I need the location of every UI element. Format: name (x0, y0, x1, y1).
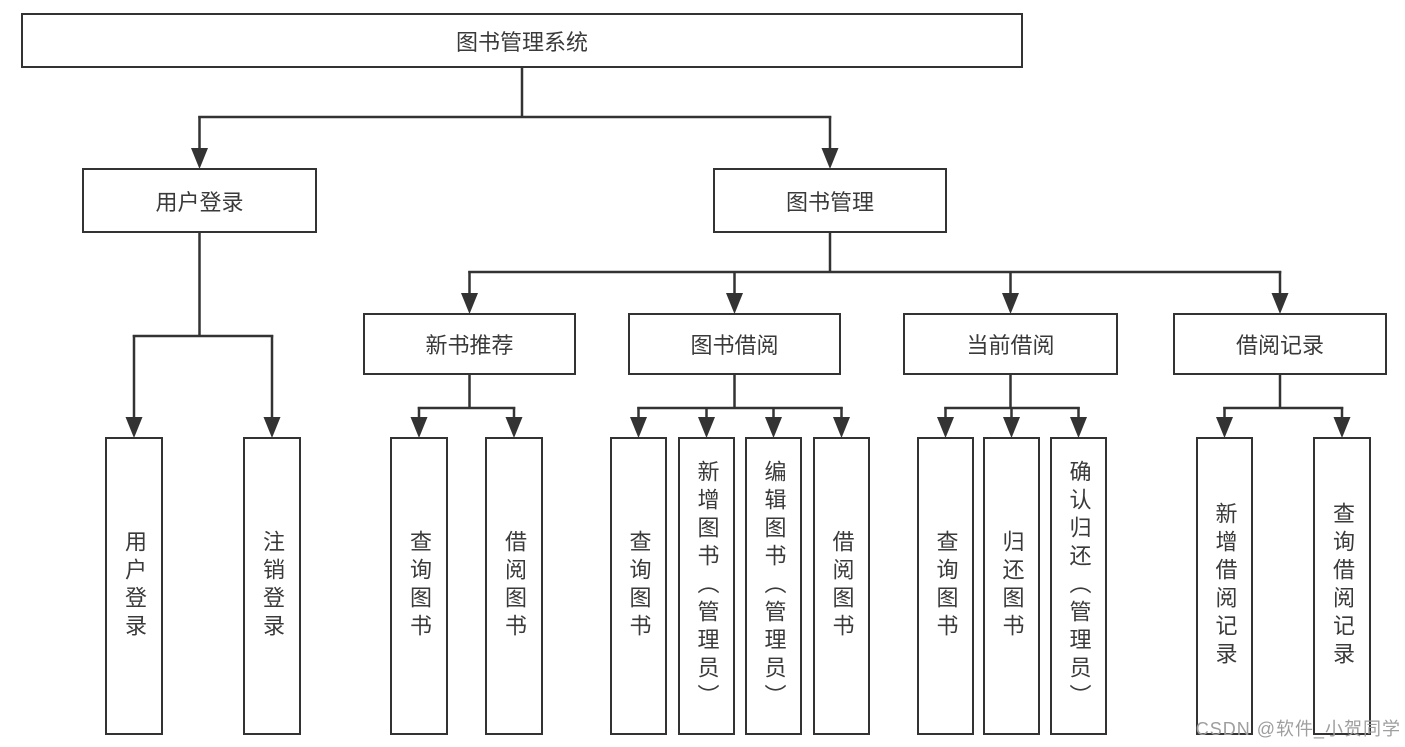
node-label-leaf-add-book: 新增图书（管理员） (694, 460, 720, 712)
node-leaf-logout: 注销登录 (243, 437, 301, 735)
node-label-leaf-query-book-2: 查询图书 (626, 530, 652, 642)
node-label-book-mgmt: 图书管理 (785, 189, 874, 215)
node-leaf-confirm-return: 确认归还（管理员） (1050, 437, 1107, 735)
node-label-leaf-edit-book: 编辑图书（管理员） (761, 460, 787, 712)
node-label-leaf-return-book: 归还图书 (999, 530, 1025, 642)
node-label-leaf-borrow-book-1: 借阅图书 (502, 530, 527, 642)
node-leaf-query-book-2: 查询图书 (610, 437, 667, 735)
node-leaf-borrow-book-1: 借阅图书 (485, 437, 543, 735)
node-label-user-login: 用户登录 (155, 189, 244, 215)
node-leaf-add-record: 新增借阅记录 (1196, 437, 1253, 735)
node-book-borrow: 图书借阅 (628, 313, 841, 375)
node-leaf-borrow-book-2: 借阅图书 (813, 437, 870, 735)
node-label-leaf-query-book-1: 查询图书 (407, 530, 432, 642)
node-label-current-borrow: 当前借阅 (966, 333, 1055, 358)
node-leaf-query-record: 查询借阅记录 (1313, 437, 1371, 735)
node-book-mgmt: 图书管理 (713, 168, 947, 233)
node-root: 图书管理系统 (21, 13, 1023, 68)
node-leaf-edit-book: 编辑图书（管理员） (745, 437, 802, 735)
node-label-book-borrow: 图书借阅 (690, 333, 779, 358)
node-label-leaf-borrow-book-2: 借阅图书 (829, 530, 855, 642)
node-current-borrow: 当前借阅 (903, 313, 1118, 375)
node-label-borrow-record: 借阅记录 (1235, 333, 1324, 358)
node-label-leaf-query-record: 查询借阅记录 (1330, 502, 1355, 670)
node-label-leaf-add-record: 新增借阅记录 (1212, 502, 1238, 670)
node-new-book-rec: 新书推荐 (363, 313, 576, 375)
node-label-leaf-confirm-return: 确认归还（管理员） (1066, 460, 1092, 712)
node-label-leaf-logout: 注销登录 (260, 530, 285, 642)
node-user-login: 用户登录 (82, 168, 317, 233)
node-leaf-query-book-1: 查询图书 (390, 437, 448, 735)
node-label-root: 图书管理系统 (455, 29, 588, 55)
node-leaf-return-book: 归还图书 (983, 437, 1040, 735)
node-leaf-user-login: 用户登录 (105, 437, 163, 735)
node-borrow-record: 借阅记录 (1173, 313, 1387, 375)
watermark: CSDN @软件_小贺同学 (1195, 719, 1401, 739)
node-leaf-query-book-3: 查询图书 (917, 437, 974, 735)
node-label-leaf-user-login: 用户登录 (122, 530, 147, 642)
node-leaf-add-book: 新增图书（管理员） (678, 437, 735, 735)
node-label-leaf-query-book-3: 查询图书 (933, 530, 959, 642)
node-label-new-book-rec: 新书推荐 (425, 333, 514, 358)
